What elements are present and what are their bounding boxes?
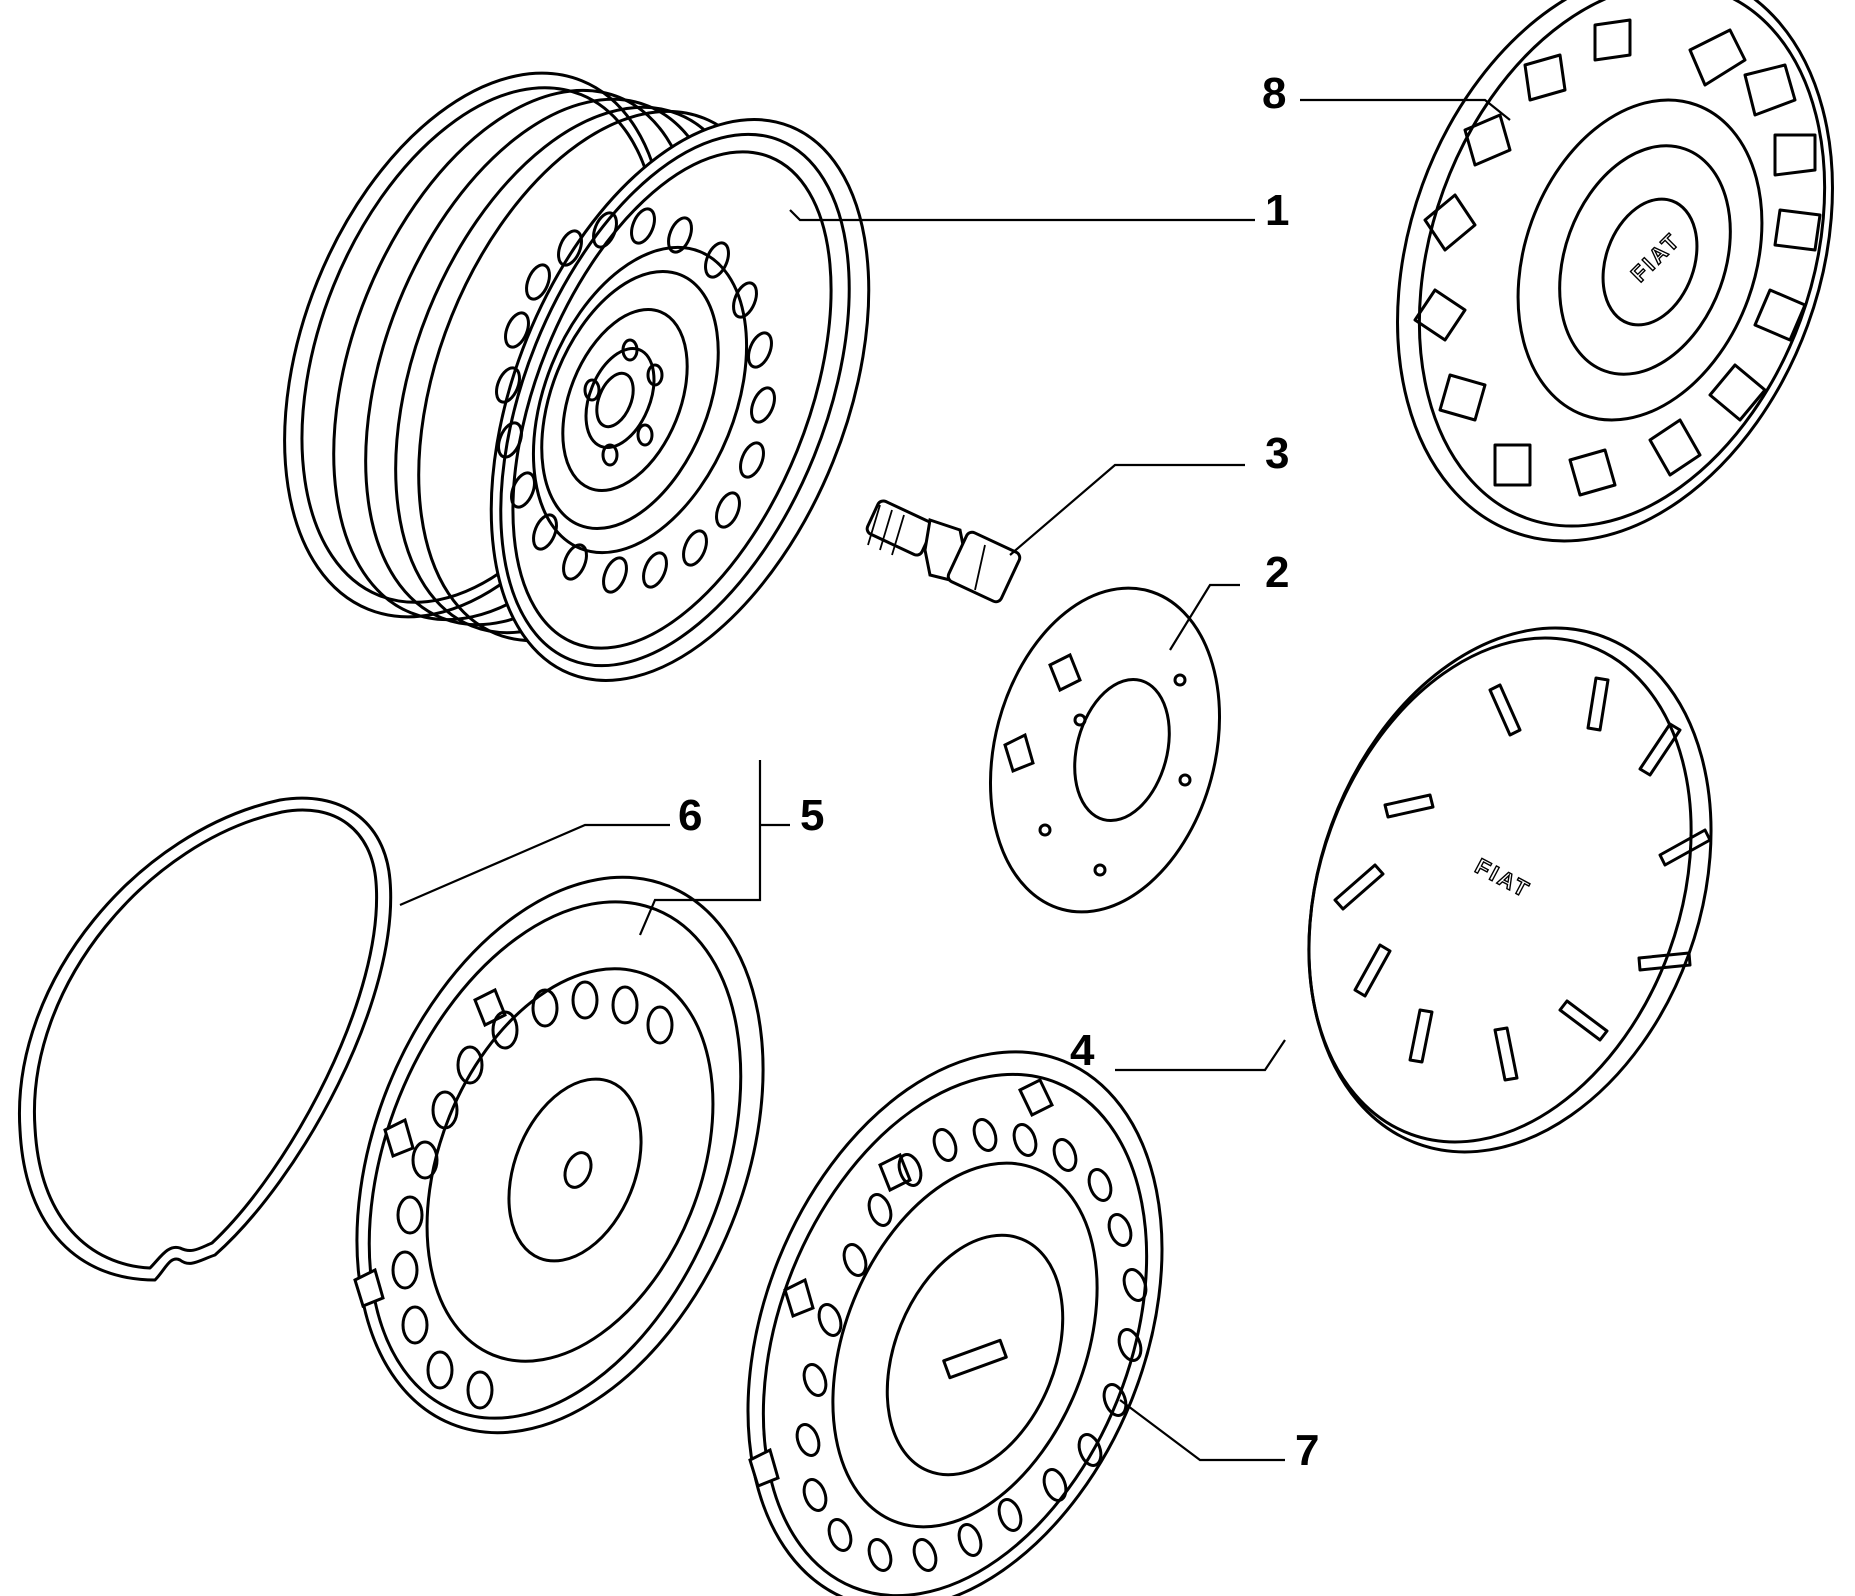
retaining-ring xyxy=(17,796,393,1282)
callout-5: 5 xyxy=(800,791,824,840)
steel-wheel-rim xyxy=(283,71,871,682)
callout-3: 3 xyxy=(1265,429,1289,478)
leader-7 xyxy=(1119,1399,1285,1462)
callout-4: 4 xyxy=(1070,1026,1095,1075)
callout-labels: 1 3 2 8 4 6 5 7 xyxy=(678,69,1319,1475)
hubcap-4: FIAT xyxy=(1307,626,1713,1154)
hubcap-8-vents xyxy=(1413,18,1822,497)
leader-4 xyxy=(1115,1039,1286,1072)
callout-8: 8 xyxy=(1262,69,1286,118)
hubcap-5 xyxy=(353,875,765,1435)
rim-vent-holes xyxy=(495,207,776,594)
wheel-bolt xyxy=(865,499,1022,604)
hubcap-8: FIAT xyxy=(1396,0,1834,543)
leader-1 xyxy=(789,209,1255,222)
callout-7: 7 xyxy=(1295,1426,1319,1475)
hubcap-5-vents xyxy=(391,980,674,1410)
callout-2: 2 xyxy=(1265,548,1289,597)
hubcap-4-slots xyxy=(1333,676,1712,1082)
leader-2 xyxy=(1169,583,1240,651)
leader-6 xyxy=(399,823,670,907)
leader-5-bracket xyxy=(638,760,762,936)
leader-lines xyxy=(399,98,1511,1462)
leader-3 xyxy=(1009,463,1245,556)
hubcap-7 xyxy=(746,1050,1164,1596)
hubcap-7-vents xyxy=(795,1118,1148,1572)
center-cap xyxy=(988,586,1222,914)
callout-6: 6 xyxy=(678,791,702,840)
fiat-logo-bars xyxy=(942,1338,1008,1380)
callout-1: 1 xyxy=(1265,186,1289,235)
leader-8 xyxy=(1300,98,1511,121)
